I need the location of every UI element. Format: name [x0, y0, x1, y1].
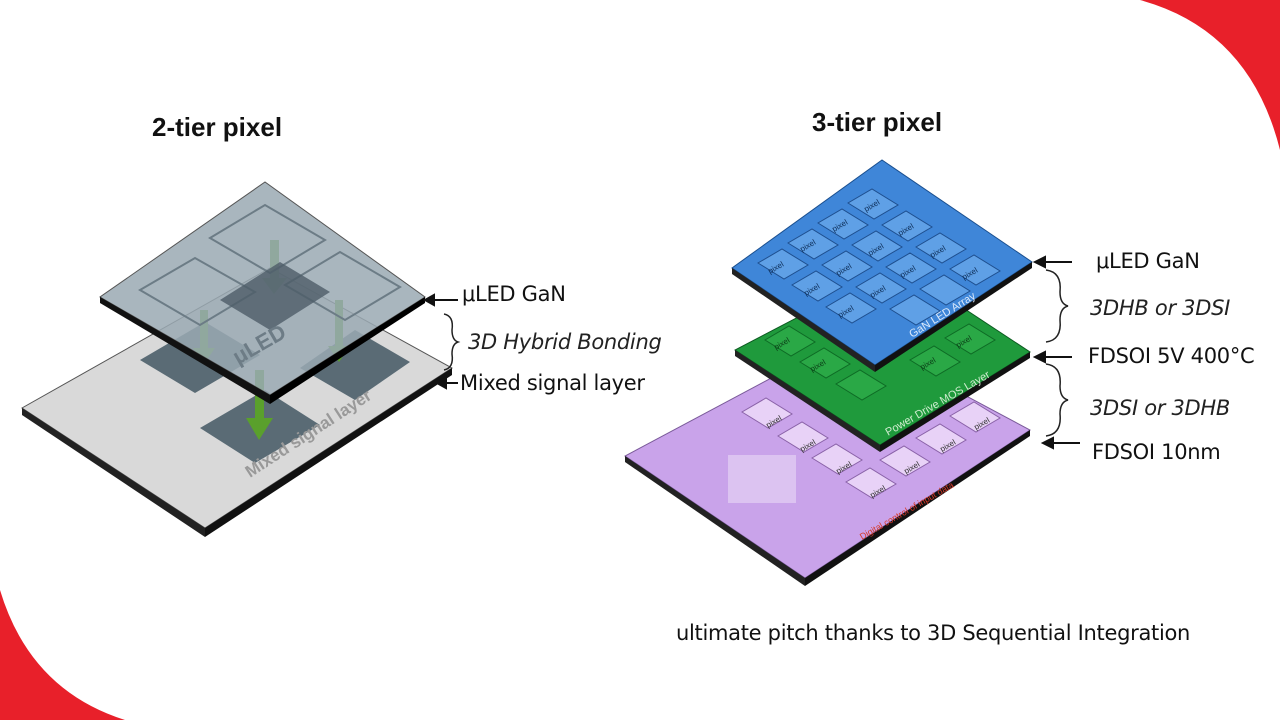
left-uled-gan-label: μLED GaN	[462, 282, 566, 306]
corner-decoration-bottom-left	[0, 590, 125, 720]
pixel-cell-label: pixel	[939, 438, 958, 454]
pixel-cell-label: pixel	[799, 438, 818, 454]
middle-layer-name: Power Drive MOS Layer	[884, 369, 993, 439]
top-layer-name: GaN LED Array	[907, 290, 978, 341]
diagram-caption: ultimate pitch thanks to 3D Sequential I…	[676, 621, 1191, 645]
pixel-cell-label: pixel	[773, 336, 792, 352]
left-hybrid-bonding-label: 3D Hybrid Bonding	[468, 330, 662, 354]
pixel-cell-label: pixel	[837, 304, 856, 320]
right-bond1-label: 3DHB or 3DSI	[1090, 296, 1231, 320]
left-brace	[443, 313, 461, 371]
pixel-cell-label: pixel	[869, 484, 888, 500]
pixel-cell-label: pixel	[903, 460, 922, 476]
right-fdsoi-10nm-label: FDSOI 10nm	[1092, 440, 1221, 464]
right-bond2-label: 3DSI or 3DHB	[1090, 396, 1231, 420]
pixel-cell-label: pixel	[863, 198, 882, 214]
right-brace-2	[1045, 363, 1069, 437]
pixel-cell-label: pixel	[867, 242, 886, 258]
pixel-cell-label: pixel	[835, 262, 854, 278]
pixel-cell-label: pixel	[973, 416, 992, 432]
pixel-cell-label: pixel	[897, 222, 916, 238]
pixel-cell-label: pixel	[809, 358, 828, 374]
pixel-cell-label: pixel	[831, 218, 850, 234]
mixed-signal-layer-plate	[21, 267, 453, 537]
right-fdsoi-5v-label: FDSOI 5V 400°C	[1088, 344, 1255, 368]
right-label-arrows	[1032, 255, 1080, 450]
gan-led-array-plate	[731, 159, 1033, 372]
pixel-cell-label: pixel	[899, 264, 918, 280]
left-label-arrows	[422, 293, 458, 390]
vertical-vias	[840, 350, 907, 410]
uled-layer-plate	[99, 181, 426, 404]
pixel-cell-label: pixel	[869, 284, 888, 300]
pixel-cell-label: pixel	[955, 334, 974, 350]
corner-decoration-top-right	[1140, 0, 1280, 150]
pixel-cell-label: pixel	[919, 356, 938, 372]
left-diagram-title: 2-tier pixel	[152, 112, 283, 142]
bottom-layer-name: Digital control of input data	[858, 480, 955, 542]
digital-control-layer-plate	[624, 334, 1031, 586]
pixel-cell-label: pixel	[835, 460, 854, 476]
bonding-arrows	[193, 240, 350, 440]
power-drive-layer-plate	[734, 264, 1031, 452]
right-brace-1	[1045, 269, 1069, 343]
right-diagram-title: 3-tier pixel	[812, 107, 943, 137]
pixel-cell-label: pixel	[767, 260, 786, 276]
pixel-cell-label: pixel	[961, 266, 980, 282]
right-uled-gan-label: μLED GaN	[1096, 249, 1200, 273]
pixel-cell-label: pixel	[765, 414, 784, 430]
pixel-cell-label: pixel	[799, 238, 818, 254]
top-layer-text: μLED	[228, 319, 290, 369]
pixel-cell-label: pixel	[929, 244, 948, 260]
bottom-layer-text: Mixed signal layer	[242, 385, 375, 481]
pixel-cell-label: pixel	[803, 282, 822, 298]
left-mixed-signal-label: Mixed signal layer	[460, 371, 645, 395]
